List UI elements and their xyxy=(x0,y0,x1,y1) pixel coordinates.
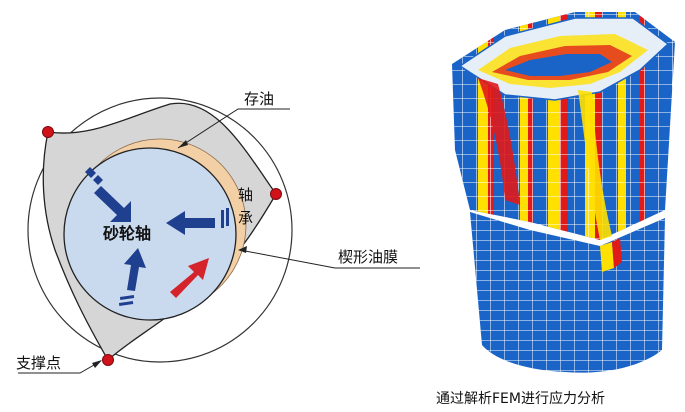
support-point-dot xyxy=(42,126,54,138)
wedge-oil-film-label: 楔形油膜 xyxy=(338,248,399,266)
grinding-shaft-label: 砂轮轴 xyxy=(103,224,152,243)
load-arrow-right xyxy=(166,208,229,235)
oil-reservoir-label: 存油 xyxy=(244,90,275,108)
support-point-dot xyxy=(102,354,114,366)
bearing-schematic xyxy=(18,97,420,374)
bearing-label-char-2: 承 xyxy=(238,209,254,227)
fem-inner-wall xyxy=(478,78,520,205)
support-point-leader-head xyxy=(92,360,102,368)
oil-flow-arrow xyxy=(170,258,209,298)
wedge-film-leader-head xyxy=(238,246,247,253)
load-arrow-top-left xyxy=(85,167,131,222)
bearing-label-char-1: 轴 xyxy=(238,186,254,204)
load-arrow-bottom xyxy=(118,248,146,306)
oil-reservoir-leader xyxy=(177,108,290,149)
wedge-film-leader xyxy=(239,249,336,269)
oil-reservoir-leader-head xyxy=(178,140,188,148)
fem-caption: 通过解析FEM进行应力分析 xyxy=(436,391,605,407)
support-point-dot xyxy=(270,188,282,200)
support-point-label: 支撑点 xyxy=(16,354,62,372)
housing-circle xyxy=(27,97,293,363)
bearing-label: 轴 承 xyxy=(238,188,253,234)
